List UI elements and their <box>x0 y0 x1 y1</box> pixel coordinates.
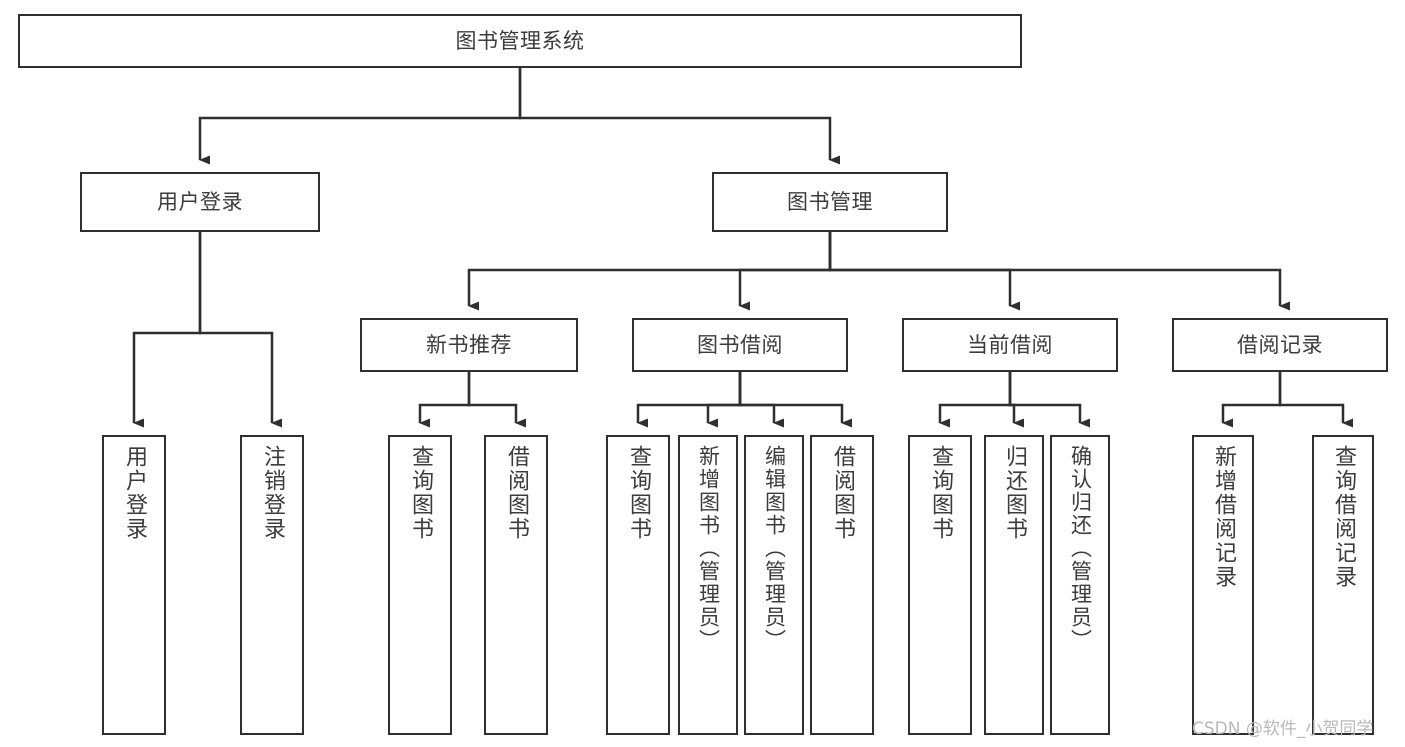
node-label: 借阅图书 <box>504 445 529 541</box>
node-leaf-return-book[interactable]: 归还图书 <box>984 435 1044 735</box>
edge-current-borrow-to-leaf-query-book-current <box>938 372 1012 428</box>
node-leaf-borrow-book-recommend[interactable]: 借阅图书 <box>484 435 548 735</box>
node-label: 新增借阅记录 <box>1211 445 1236 589</box>
node-label: 编辑图书（管理员） <box>762 445 787 652</box>
node-label: 查询图书 <box>408 445 433 541</box>
node-label: 用户登录 <box>122 445 147 541</box>
node-leaf-query-book-borrow[interactable]: 查询图书 <box>606 435 670 735</box>
node-book-borrow[interactable]: 图书借阅 <box>632 318 848 372</box>
node-leaf-query-book-recommend[interactable]: 查询图书 <box>388 435 452 735</box>
node-label: 查询图书 <box>928 445 953 541</box>
edge-root-to-book-manage <box>518 68 840 165</box>
edge-book-manage-to-current-borrow <box>828 232 1020 311</box>
node-label: 查询借阅记录 <box>1331 445 1356 589</box>
node-book-manage[interactable]: 图书管理 <box>712 172 948 232</box>
node-new-book-recommend[interactable]: 新书推荐 <box>360 318 578 372</box>
node-label: 新书推荐 <box>426 332 512 357</box>
node-label: 归还图书 <box>1002 445 1027 541</box>
node-leaf-user-logout[interactable]: 注销登录 <box>240 435 304 735</box>
edge-user-login-to-leaf-user-login <box>132 232 202 428</box>
node-label: 图书管理 <box>787 189 873 214</box>
node-user-login[interactable]: 用户登录 <box>80 172 320 232</box>
node-leaf-confirm-return-admin[interactable]: 确认归还（管理员） <box>1050 435 1110 735</box>
node-label: 新增图书（管理员） <box>696 445 721 652</box>
node-label: 用户登录 <box>157 189 243 214</box>
edge-book-borrow-to-leaf-borrow-book-borrow <box>738 372 852 428</box>
node-label: 图书管理系统 <box>455 28 585 53</box>
edge-book-manage-to-new-book-recommend <box>467 232 832 311</box>
edge-book-borrow-to-leaf-edit-book-admin <box>738 372 784 428</box>
node-leaf-user-login[interactable]: 用户登录 <box>102 435 166 735</box>
edge-book-manage-to-borrow-record <box>828 232 1290 311</box>
watermark: CSDN @软件_小贺同学 <box>1192 719 1374 739</box>
edge-new-book-recommend-to-leaf-borrow-book-recommend <box>467 372 526 428</box>
edge-new-book-recommend-to-leaf-query-book-recommend <box>418 372 471 428</box>
node-leaf-borrow-book-borrow[interactable]: 借阅图书 <box>810 435 874 735</box>
edge-root-to-user-login <box>198 68 522 165</box>
node-leaf-query-borrow-record[interactable]: 查询借阅记录 <box>1312 435 1374 735</box>
node-label: 确认归还（管理员） <box>1068 445 1093 652</box>
node-leaf-add-book-admin[interactable]: 新增图书（管理员） <box>678 435 738 735</box>
edge-borrow-record-to-leaf-add-borrow-record <box>1221 372 1282 428</box>
node-leaf-query-book-current[interactable]: 查询图书 <box>908 435 972 735</box>
edge-book-manage-to-book-borrow <box>738 232 832 311</box>
node-root[interactable]: 图书管理系统 <box>18 14 1022 68</box>
edge-current-borrow-to-leaf-return-book <box>1008 372 1024 428</box>
node-leaf-edit-book-admin[interactable]: 编辑图书（管理员） <box>744 435 804 735</box>
node-current-borrow[interactable]: 当前借阅 <box>902 318 1118 372</box>
node-label: 注销登录 <box>260 445 285 541</box>
edge-borrow-record-to-leaf-query-borrow-record <box>1278 372 1353 428</box>
edge-current-borrow-to-leaf-confirm-return-admin <box>1008 372 1090 428</box>
node-label: 借阅记录 <box>1237 332 1323 357</box>
node-label: 借阅图书 <box>830 445 855 541</box>
node-label: 查询图书 <box>626 445 651 541</box>
node-label: 图书借阅 <box>697 332 783 357</box>
node-label: 当前借阅 <box>967 332 1053 357</box>
edge-book-borrow-to-leaf-add-book-admin <box>706 372 742 428</box>
edge-book-borrow-to-leaf-query-book-borrow <box>636 372 742 428</box>
edge-user-login-to-leaf-user-logout <box>198 232 282 428</box>
node-leaf-add-borrow-record[interactable]: 新增借阅记录 <box>1192 435 1254 735</box>
node-borrow-record[interactable]: 借阅记录 <box>1172 318 1388 372</box>
